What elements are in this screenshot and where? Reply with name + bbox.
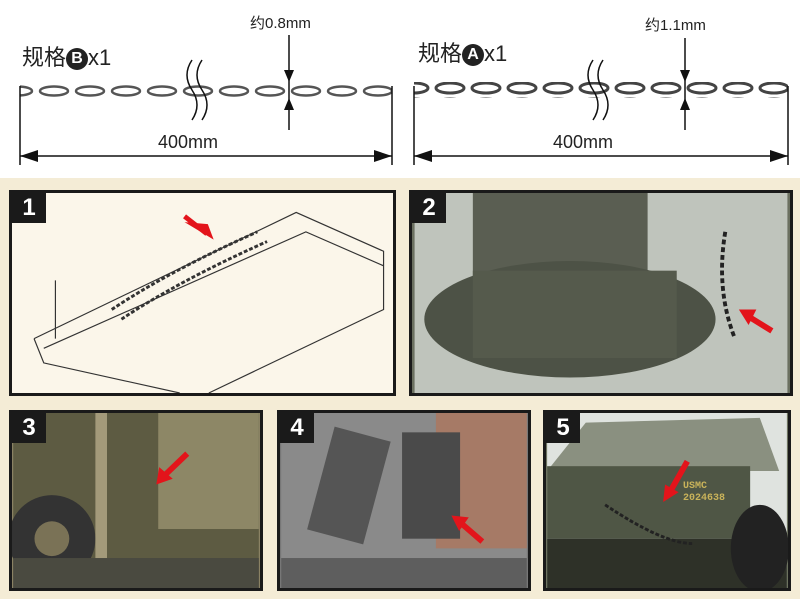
chain-diagram — [19, 35, 789, 165]
panel-number: 3 — [12, 413, 46, 443]
panel-number: 4 — [280, 413, 314, 443]
panel-number: 1 — [12, 193, 46, 223]
badge-b: B — [66, 48, 89, 70]
thickness-b: 约0.8mm — [250, 15, 311, 32]
panel-number: 5 — [546, 413, 580, 443]
panel-4-photo: 4 — [277, 410, 531, 591]
armored-car-photo — [547, 413, 788, 588]
qty: x1 — [88, 45, 112, 70]
spec-text: 规格 — [418, 41, 463, 66]
panel-2-photo: 2 — [409, 190, 793, 396]
thickness-a: 约1.1mm — [645, 17, 706, 34]
length-a: 400mm — [553, 132, 614, 152]
panel-1-illustration: 1 — [9, 190, 396, 396]
canister-photo — [281, 413, 527, 588]
length-b: 400mm — [158, 132, 219, 152]
panel-number: 2 — [412, 193, 446, 223]
turret-photo — [414, 193, 788, 393]
marking-line-2: 2024638 — [683, 493, 726, 504]
truck-photo — [12, 413, 259, 588]
marking-line-1: USMC — [683, 481, 708, 492]
badge-a: A — [462, 44, 485, 66]
panel-5-photo: 5 USMC 2024638 — [543, 410, 791, 591]
qty: x1 — [484, 41, 508, 66]
vehicle-marking: USMC 2024638 — [683, 481, 725, 505]
chain-b — [20, 83, 392, 97]
panel-3-photo: 3 — [9, 410, 263, 591]
spec-text: 规格 — [22, 45, 67, 70]
chain-a — [414, 82, 788, 98]
hull-line-drawing — [33, 211, 385, 393]
